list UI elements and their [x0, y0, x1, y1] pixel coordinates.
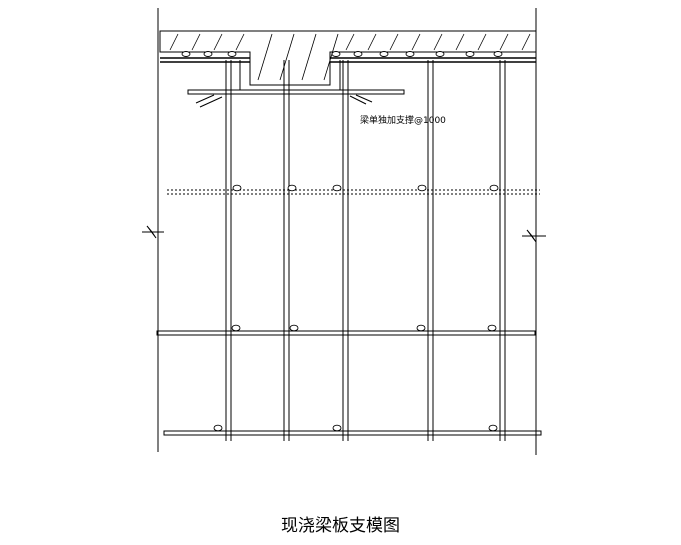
hatch-line [521, 33, 531, 51]
ledger-clamp [213, 424, 223, 432]
slab-and-beam-section [159, 30, 537, 86]
hatch-line [279, 33, 295, 81]
rebar-dot [493, 51, 503, 57]
bearer-clamps [195, 94, 373, 108]
ledger-clamp [489, 184, 499, 192]
ledger-clamp [417, 184, 427, 192]
rebar-dot [181, 51, 191, 57]
ledger-clamp [232, 184, 242, 192]
hatch-line [389, 33, 399, 51]
right-break-symbol [522, 229, 546, 243]
hatch-line [367, 33, 377, 51]
hatch-line [323, 33, 339, 81]
hatch-line [235, 33, 245, 51]
ledger-clamp [231, 324, 241, 332]
ledger-clamp [332, 184, 342, 192]
lower-ledger [156, 330, 536, 336]
hatch-line [257, 33, 273, 81]
hatch-line [213, 33, 223, 51]
ledger-clamp [289, 324, 299, 332]
hatch-line [169, 33, 179, 51]
ledger-clamp [287, 184, 297, 192]
hatch-line [499, 33, 509, 51]
hatch-line [411, 33, 421, 51]
rebar-dot [203, 51, 213, 57]
vertical-posts [225, 60, 506, 441]
slab-hatch [169, 33, 531, 81]
rebar-dot [465, 51, 475, 57]
rebar-dot [379, 51, 389, 57]
rebar-dot [227, 51, 237, 57]
left-break-symbol [142, 225, 164, 239]
rebar-dot [435, 51, 445, 57]
hatch-line [345, 33, 355, 51]
hatch-line [191, 33, 201, 51]
hatch-line [455, 33, 465, 51]
drawing-caption: 现浇梁板支模图 [281, 516, 400, 536]
slab-rebar [181, 51, 503, 57]
hatch-line [433, 33, 443, 51]
hatch-line [477, 33, 487, 51]
rebar-dot [405, 51, 415, 57]
ledger-clamp [488, 424, 498, 432]
ledger-clamp [416, 324, 426, 332]
ledger-clamp [332, 424, 342, 432]
beam-bearer [187, 89, 405, 95]
rebar-dot [331, 51, 341, 57]
base-sweeper-bar [163, 430, 542, 436]
rebar-dot [353, 51, 363, 57]
hatch-line [301, 33, 317, 81]
support-annotation: 梁单独加支撑@1000 [360, 114, 446, 126]
ledger-clamps [213, 184, 499, 432]
ledger-clamp [487, 324, 497, 332]
